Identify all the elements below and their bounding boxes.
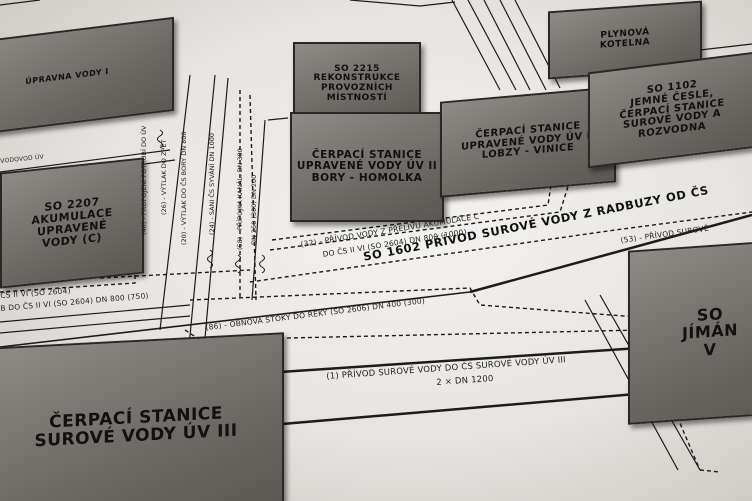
label-vertical-24: (24) - SANI ČS SYVÁNÍ DN 1000 (208, 133, 216, 235)
box-jimani: SO JÍMÁN V (628, 239, 752, 425)
label-vertical-dn: DN 250 (300) DN 200 (250, 174, 258, 245)
box-so-1102: SO 1102 JEMNÉ ČESLE, ČERPACÍ STANICE SUR… (588, 51, 752, 169)
pipe-main-1200-a (279, 346, 641, 374)
box-cs-surove-uv3: ČERPACÍ STANICE SUROVÉ VODY ÚV III (0, 332, 284, 501)
label-vertical-26: (26) - VÝTLAK DO ZPĚT (160, 139, 168, 215)
pipe-main-1200-b (281, 390, 661, 426)
box-so-2207: SO 2207 AKUMULACE UPRAVENÉ VODY (C) (0, 157, 144, 289)
box-cs-homolka: ČERPACÍ STANICE UPRAVENÉ VODY ÚV II BORY… (290, 112, 444, 222)
pipe-left-long (0, 291, 471, 348)
label-vertical-40: (40) - PROPOJENÍ POTRUBÍ DO ÚV (140, 125, 148, 235)
label-vertical-58: (58) - PŘÍPOJKA KANÁL. DN 300 (236, 148, 244, 250)
label-vertical-20: (20) - VÝTLAK DO ČS BORY DN 800 (180, 131, 188, 245)
pipe-so1602 (469, 213, 752, 294)
